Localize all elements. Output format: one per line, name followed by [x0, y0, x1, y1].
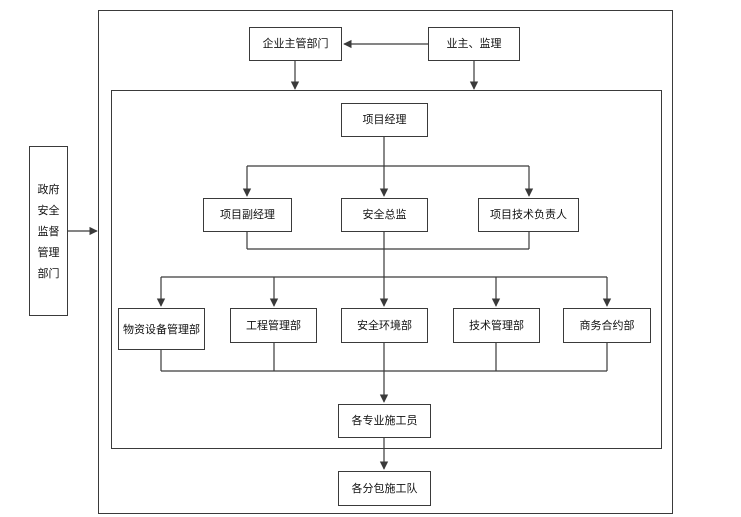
materials-dept-label: 物资设备管理部: [123, 322, 200, 336]
commercial-dept-box: 商务合约部: [563, 308, 651, 343]
safety-env-dept-label: 安全环境部: [357, 318, 412, 332]
commercial-dept-label: 商务合约部: [579, 318, 635, 332]
tech-dept-label: 技术管理部: [469, 318, 524, 332]
inner-frame: [111, 90, 662, 449]
project-manager-label: 项目经理: [362, 113, 407, 126]
deputy-pm-label: 项目副经理: [220, 208, 275, 221]
materials-dept-box: 物资设备管理部: [118, 308, 205, 350]
safety-director-box: 安全总监: [341, 198, 428, 232]
safety-env-dept-box: 安全环境部: [341, 308, 428, 343]
construction-staff-label: 各专业施工员: [351, 414, 418, 427]
deputy-pm-box: 项目副经理: [203, 198, 292, 232]
enterprise-dept-label: 企业主管部门: [262, 37, 329, 50]
subcontract-teams-label: 各分包施工队: [351, 481, 418, 495]
owner-supervisor-label: 业主、监理: [446, 37, 502, 50]
gov-safety-label: 政府 安全 监督 管理 部门: [37, 182, 60, 280]
outer-frame: [98, 10, 673, 514]
tech-lead-label: 项目技术负责人: [490, 208, 567, 221]
gov-safety-box: 政府 安全 监督 管理 部门: [29, 146, 68, 316]
subcontract-teams-box: 各分包施工队: [338, 471, 431, 506]
owner-supervisor-box: 业主、监理: [428, 27, 520, 61]
tech-dept-box: 技术管理部: [453, 308, 540, 343]
engineering-dept-label: 工程管理部: [246, 318, 301, 332]
safety-director-label: 安全总监: [362, 208, 407, 221]
tech-lead-box: 项目技术负责人: [478, 198, 579, 232]
construction-staff-box: 各专业施工员: [338, 404, 431, 438]
project-manager-box: 项目经理: [341, 103, 428, 137]
engineering-dept-box: 工程管理部: [230, 308, 317, 343]
enterprise-dept-box: 企业主管部门: [249, 27, 342, 61]
